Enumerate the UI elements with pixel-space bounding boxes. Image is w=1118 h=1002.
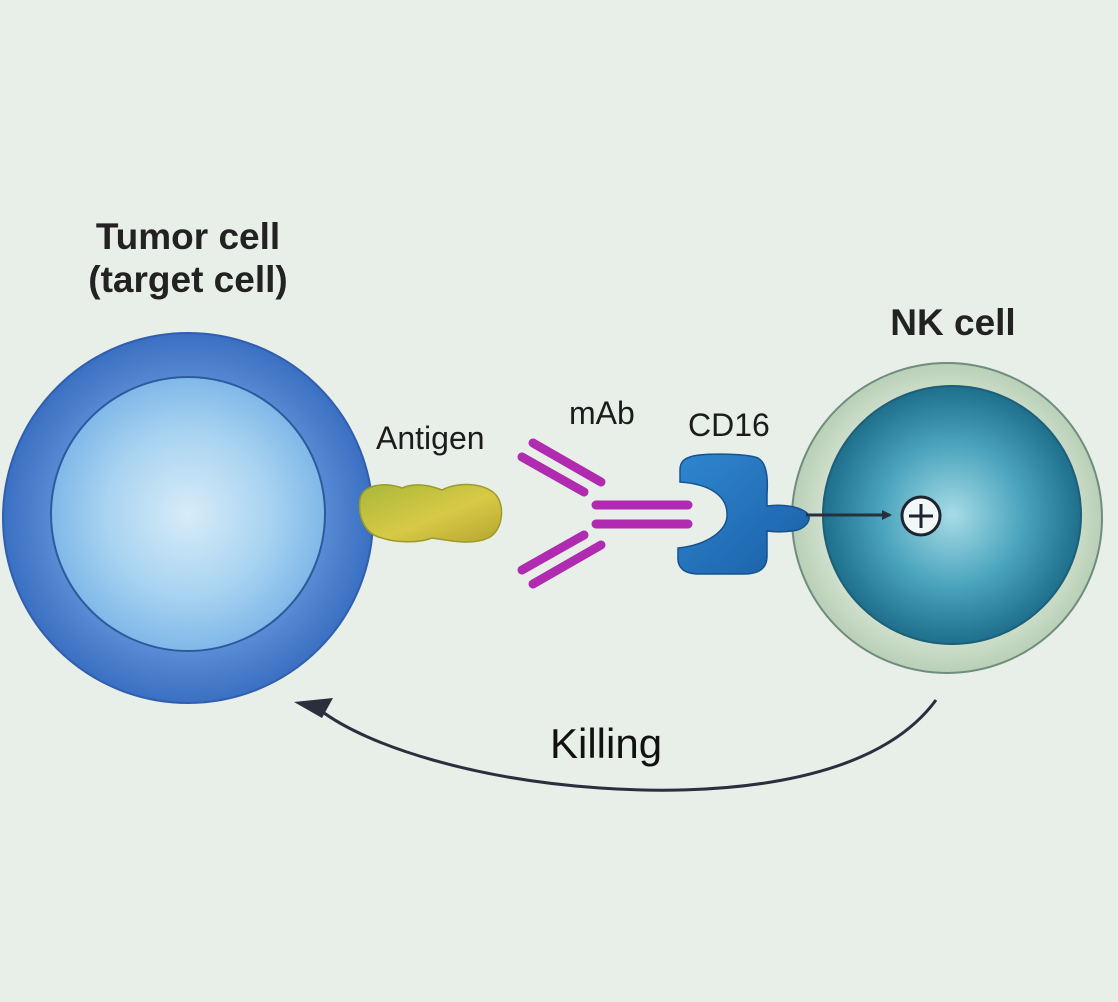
antibody-shape [517,438,693,589]
antigen-label: Antigen [376,420,485,456]
nk-cell [791,362,1103,674]
cd16-receptor [677,453,810,575]
tumor-cell-nucleus [50,376,326,652]
antigen-shape [358,483,503,543]
killing-label: Killing [550,720,663,767]
nk-cell-title: NK cell [890,302,1016,343]
tumor-cell-title-line1: Tumor cell [95,216,281,257]
tumor-cell [2,332,374,704]
circled-plus-icon [900,495,942,537]
cd16-label: CD16 [688,407,770,443]
curved-arrow-icon [294,698,938,792]
mab-label: mAb [569,395,635,431]
tumor-cell-title-line2: (target cell) [88,258,288,300]
tumor-cell-title: Tumor cell (target cell) [68,216,308,301]
